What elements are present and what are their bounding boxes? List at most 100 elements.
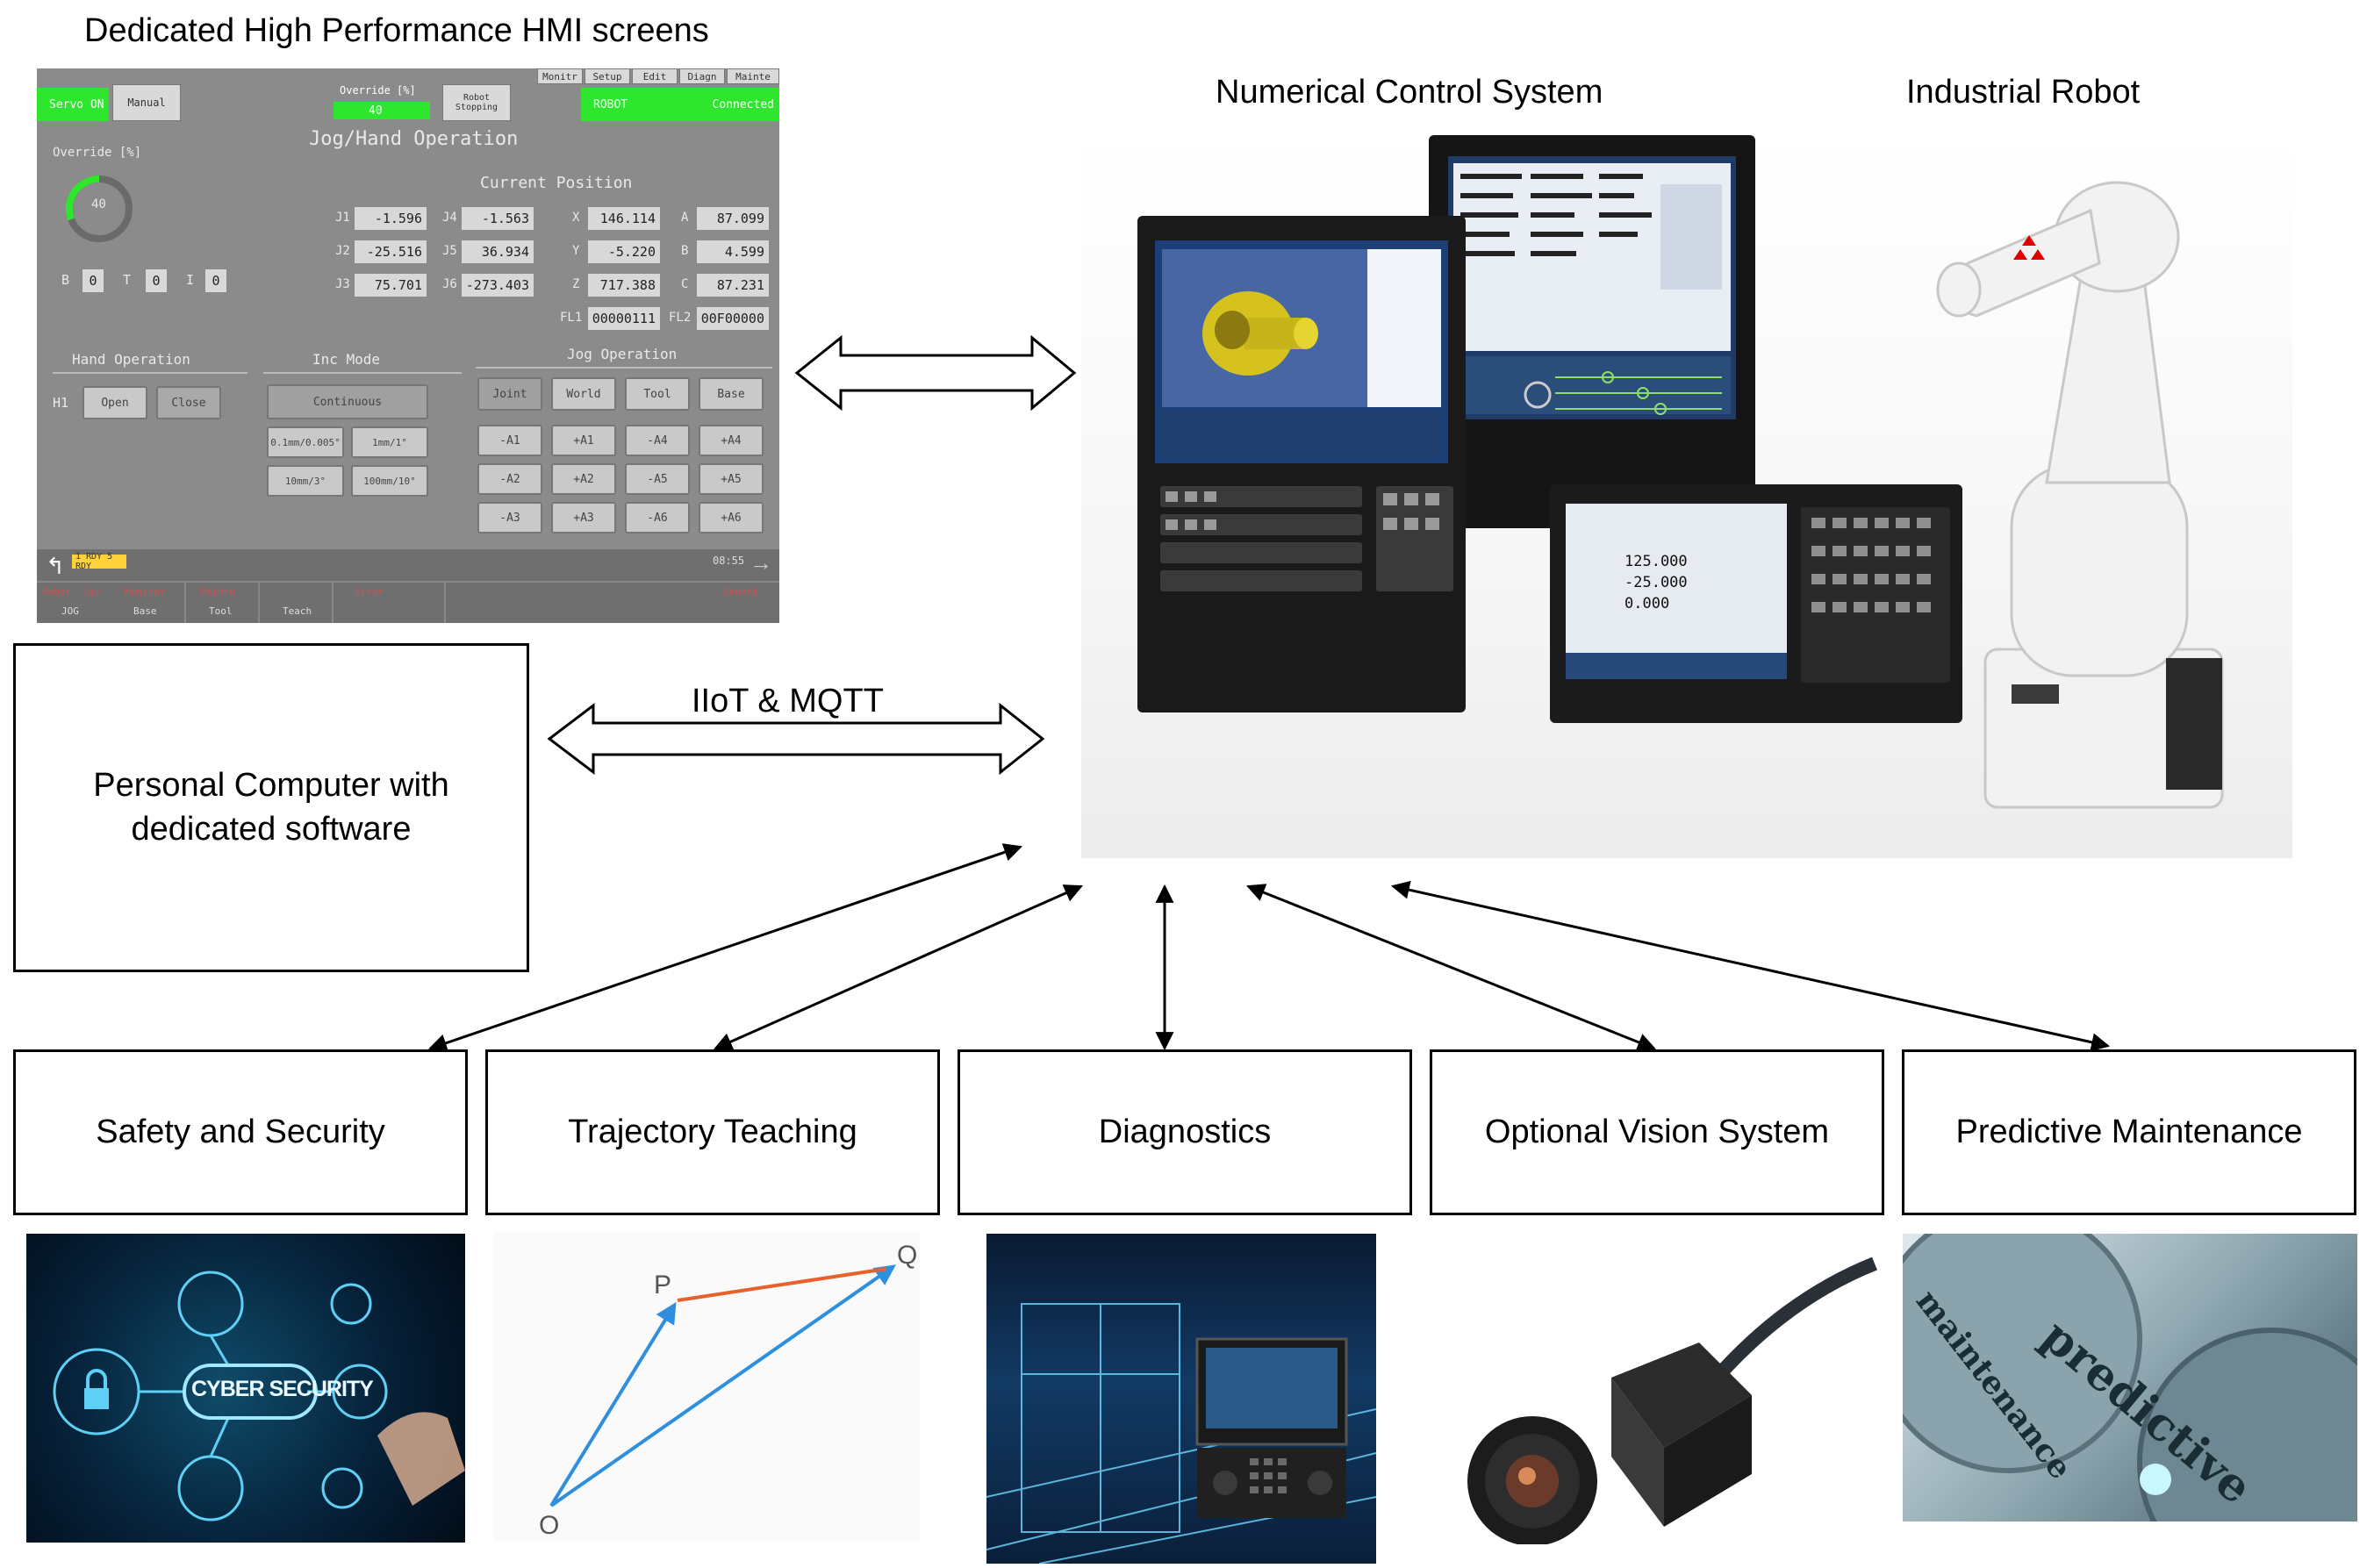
hmi-title: Dedicated High Performance HMI screens — [84, 12, 709, 49]
trajectory-image: P Q O — [493, 1232, 920, 1541]
safety-box: Safety and Security — [13, 1049, 468, 1215]
b-label: B — [61, 272, 70, 288]
j5-value: 36.934 — [462, 240, 534, 263]
arrow-vision — [1246, 884, 1656, 1051]
j3-value: 75.701 — [355, 274, 427, 297]
jog-mode-joint[interactable]: Joint — [477, 377, 542, 411]
i-label: I — [186, 272, 195, 288]
inc-button-1[interactable]: 1mm/1° — [351, 426, 428, 458]
tab-setup[interactable]: Setup — [585, 68, 630, 84]
t-value: 0 — [146, 269, 167, 292]
continuous-button[interactable]: Continuous — [267, 384, 428, 419]
jog-plus-a6[interactable]: +A6 — [699, 502, 764, 533]
servo-on-indicator: Servo ON — [37, 88, 109, 121]
tab-diagn[interactable]: Diagn — [679, 68, 725, 84]
inc-button-0[interactable]: 0.1mm/0.005° — [267, 426, 344, 458]
arrow-maintenance — [1390, 880, 2111, 1052]
point-p-label: P — [654, 1271, 672, 1300]
time-display: 08:55 — [713, 555, 745, 567]
diagnostics-image — [986, 1234, 1376, 1564]
footer-robot[interactable]: Robot — [42, 586, 72, 598]
cyber-security-image: CYBER SECURITY — [26, 1234, 465, 1543]
override-side-label: Override [%] — [53, 146, 142, 160]
footer-zenkni[interactable]: Zenkni — [723, 586, 758, 598]
jog-operation-title: Jog Operation — [567, 346, 678, 362]
j6-value: -273.403 — [462, 274, 534, 297]
iiot-label: IIoT & MQTT — [692, 683, 884, 720]
footer-jog[interactable]: JOG — [61, 605, 79, 617]
footer-divider — [37, 581, 779, 583]
trajectory-box: Trajectory Teaching — [485, 1049, 940, 1215]
footer-monitor[interactable]: Monitor — [125, 586, 166, 598]
nc-value-1: 125.000 — [1625, 553, 1688, 570]
override-top-value: 40 — [334, 102, 430, 119]
robot-status-label: ROBOT — [593, 97, 628, 111]
hand-operation-divider — [53, 372, 247, 374]
j1-label: J1 — [335, 211, 350, 225]
screen-title: Jog/Hand Operation — [309, 128, 519, 150]
z-value: 717.388 — [588, 274, 660, 297]
h1-label: H1 — [53, 395, 69, 411]
j3-label: J3 — [335, 277, 350, 291]
manual-mode-button[interactable]: Manual — [112, 84, 181, 121]
override-top-label: Override [%] — [340, 84, 416, 97]
inc-button-2[interactable]: 10mm/3° — [267, 465, 344, 497]
jog-minus-a1[interactable]: -A1 — [477, 425, 542, 456]
inc-mode-title: Inc Mode — [312, 351, 381, 368]
footer-mainte[interactable]: Mainte — [200, 586, 235, 598]
override-gauge[interactable] — [60, 169, 139, 248]
jog-plus-a2[interactable]: +A2 — [551, 463, 616, 495]
jog-mode-base[interactable]: Base — [699, 377, 764, 411]
j4-label: J4 — [442, 211, 457, 225]
hand-open-button[interactable]: Open — [82, 386, 147, 419]
jog-minus-a4[interactable]: -A4 — [625, 425, 690, 456]
vision-camera-image — [1436, 1246, 1892, 1544]
jog-mode-world[interactable]: World — [551, 377, 616, 411]
footer-tool[interactable]: Tool — [209, 605, 233, 617]
tab-mainte[interactable]: Mainte — [727, 68, 779, 84]
footer-teach[interactable]: Teach — [283, 605, 312, 617]
y-label: Y — [572, 244, 580, 258]
jog-operation-divider — [476, 367, 772, 369]
jog-plus-a3[interactable]: +A3 — [551, 502, 616, 533]
jog-minus-a2[interactable]: -A2 — [477, 463, 542, 495]
fl1-label: FL1 — [560, 311, 583, 325]
fl2-label: FL2 — [669, 311, 692, 325]
tab-edit[interactable]: Edit — [632, 68, 678, 84]
diagnostics-box: Diagnostics — [957, 1049, 1412, 1215]
arrow-up-icon[interactable]: ↰ — [46, 553, 65, 579]
connected-label: Connected — [712, 97, 774, 111]
nc-title: Numerical Control System — [1216, 74, 1603, 111]
predictive-maintenance-image: predictive maintenance — [1903, 1234, 2357, 1521]
jog-minus-a5[interactable]: -A5 — [625, 463, 690, 495]
j2-value: -25.516 — [355, 240, 427, 263]
c-value: 87.231 — [697, 274, 769, 297]
inc-button-3[interactable]: 100mm/10° — [351, 465, 428, 497]
footer-error[interactable]: Error — [355, 586, 384, 598]
hand-close-button[interactable]: Close — [156, 386, 221, 419]
point-o-label: O — [539, 1511, 560, 1540]
footer-base[interactable]: Base — [133, 605, 157, 617]
nc-value-3: 0.000 — [1625, 595, 1670, 612]
tab-monitr[interactable]: Monitr — [537, 68, 583, 84]
robot-connection-bar: ROBOT Connected — [581, 88, 779, 121]
j1-value: -1.596 — [355, 207, 427, 230]
jog-plus-a5[interactable]: +A5 — [699, 463, 764, 495]
footer-opr[interactable]: Opr — [84, 586, 102, 598]
jog-minus-a6[interactable]: -A6 — [625, 502, 690, 533]
t-label: T — [123, 272, 132, 288]
vision-box: Optional Vision System — [1430, 1049, 1884, 1215]
a-value: 87.099 — [697, 207, 769, 230]
jog-mode-tool[interactable]: Tool — [625, 377, 690, 411]
arrow-right-icon[interactable]: → — [749, 549, 772, 576]
inc-mode-divider — [263, 372, 462, 374]
jog-plus-a4[interactable]: +A4 — [699, 425, 764, 456]
z-label: Z — [572, 277, 580, 291]
jog-minus-a3[interactable]: -A3 — [477, 502, 542, 533]
jog-plus-a1[interactable]: +A1 — [551, 425, 616, 456]
robot-stopping-button[interactable]: Robot Stopping — [442, 84, 511, 121]
hmi-screen: Servo ON Manual Override [%] 40 Robot St… — [37, 68, 779, 623]
j2-label: J2 — [335, 244, 350, 258]
j6-label: J6 — [442, 277, 457, 291]
